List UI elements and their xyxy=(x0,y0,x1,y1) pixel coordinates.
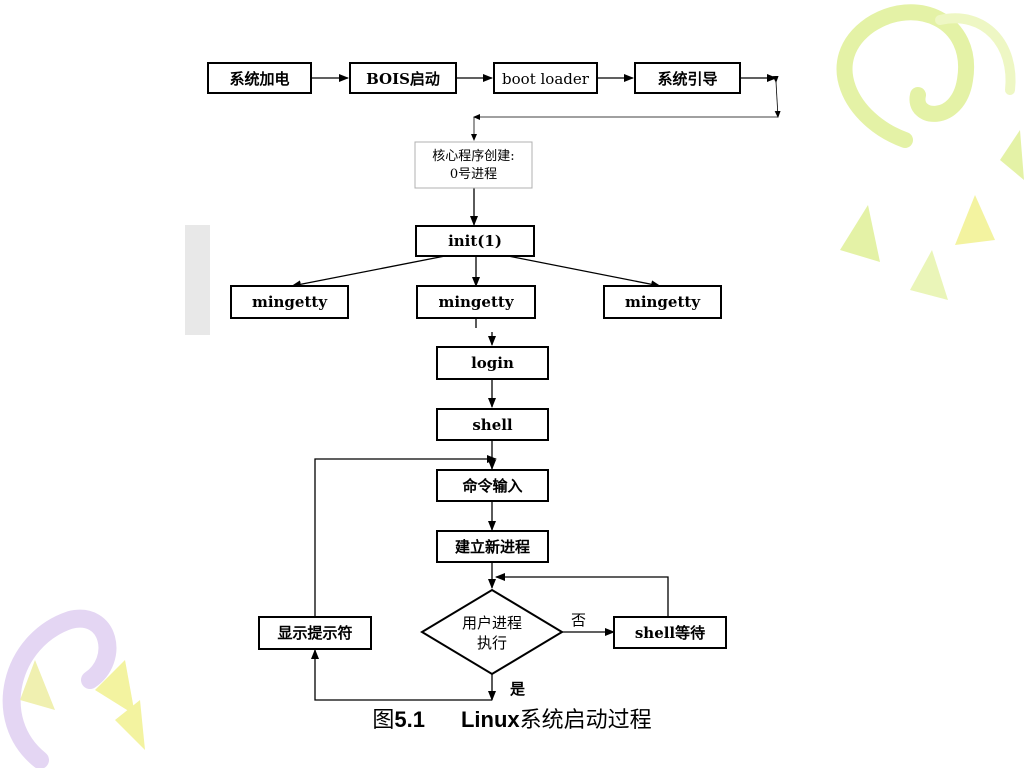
node-command-input: 命令输入 xyxy=(436,469,549,502)
caption-number: 5.1 xyxy=(394,707,425,732)
node-user-process-decision: 用户进程 执行 xyxy=(420,588,564,676)
svg-text:mingetty: mingetty xyxy=(625,293,701,311)
edges xyxy=(291,74,781,701)
node-init: init(1) xyxy=(415,225,535,257)
svg-text:建立新进程: 建立新进程 xyxy=(455,538,530,556)
svg-text:shell: shell xyxy=(472,416,513,434)
svg-text:系统引导: 系统引导 xyxy=(657,70,717,88)
node-bios-start: BOIS启动 xyxy=(349,62,457,94)
svg-text:shell等待: shell等待 xyxy=(635,624,705,642)
node-power-on: 系统加电 xyxy=(207,62,312,94)
label-yes: 是 xyxy=(509,680,526,698)
decoration-bottom-left xyxy=(2,609,145,768)
node-login: login xyxy=(436,346,549,380)
svg-text:0号进程: 0号进程 xyxy=(450,167,497,182)
node-shell-wait: shell等待 xyxy=(613,616,727,649)
svg-text:login: login xyxy=(471,354,514,372)
label-no: 否 xyxy=(571,611,586,629)
svg-text:执行: 执行 xyxy=(477,634,507,652)
node-create-process: 建立新进程 xyxy=(436,530,549,563)
svg-text:mingetty: mingetty xyxy=(438,293,514,311)
node-show-prompt: 显示提示符 xyxy=(258,616,372,650)
decoration-grey-block xyxy=(185,225,210,335)
svg-text:显示提示符: 显示提示符 xyxy=(277,624,352,642)
svg-text:命令输入: 命令输入 xyxy=(461,477,522,495)
caption-prefix: 图 xyxy=(372,708,395,733)
svg-text:系统加电: 系统加电 xyxy=(229,70,289,88)
node-kernel-process-0: 核心程序创建: 0号进程 xyxy=(414,141,533,189)
node-mingetty-center: mingetty xyxy=(416,285,536,319)
svg-text:boot loader: boot loader xyxy=(502,70,590,88)
decoration-top-right xyxy=(836,4,1024,300)
svg-text:init(1): init(1) xyxy=(448,232,502,250)
node-system-boot: 系统引导 xyxy=(634,62,741,94)
svg-text:用户进程: 用户进程 xyxy=(462,614,522,632)
node-shell: shell xyxy=(436,408,549,441)
caption-text: 系统启动过程 xyxy=(519,708,652,733)
caption-linux: Linux xyxy=(460,707,520,732)
node-mingetty-right: mingetty xyxy=(603,285,722,319)
node-mingetty-left: mingetty xyxy=(230,285,349,319)
svg-text:核心程序创建:: 核心程序创建: xyxy=(432,149,514,164)
node-boot-loader: boot loader xyxy=(493,62,598,94)
figure-caption: 图5.1 Linux系统启动过程 xyxy=(0,702,1024,734)
svg-text:BOIS启动: BOIS启动 xyxy=(366,70,440,88)
svg-text:mingetty: mingetty xyxy=(252,293,328,311)
